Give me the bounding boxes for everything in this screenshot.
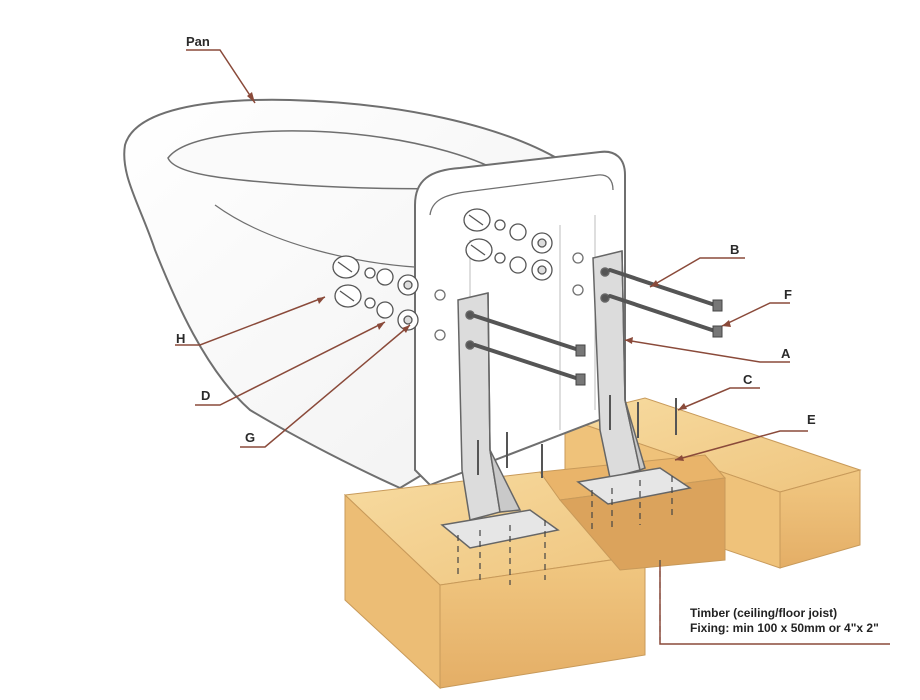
label-c: C — [743, 372, 753, 387]
bracket-left — [440, 292, 560, 549]
label-b: B — [730, 242, 740, 257]
label-a: A — [781, 346, 791, 361]
label-d: D — [201, 388, 211, 403]
toilet-pan — [123, 98, 626, 490]
label-g: G — [245, 430, 256, 445]
fixing-caps-and-washers — [332, 208, 553, 331]
timber-note-line1: Timber (ceiling/floor joist) — [690, 606, 838, 620]
label-f: F — [784, 287, 792, 302]
label-e: E — [807, 412, 816, 427]
label-pan: Pan — [186, 34, 210, 49]
threaded-rods — [473, 268, 720, 382]
label-h: H — [176, 331, 186, 346]
label-leaders — [175, 49, 890, 645]
leader-arrowheads — [247, 92, 731, 461]
bracket-right — [576, 250, 692, 505]
timber-note-line2: Fixing: min 100 x 50mm or 4"x 2" — [690, 621, 879, 635]
timber-note: Timber (ceiling/floor joist) Fixing: min… — [690, 606, 879, 636]
wood-screws — [477, 395, 677, 478]
rod-nuts — [575, 299, 723, 386]
